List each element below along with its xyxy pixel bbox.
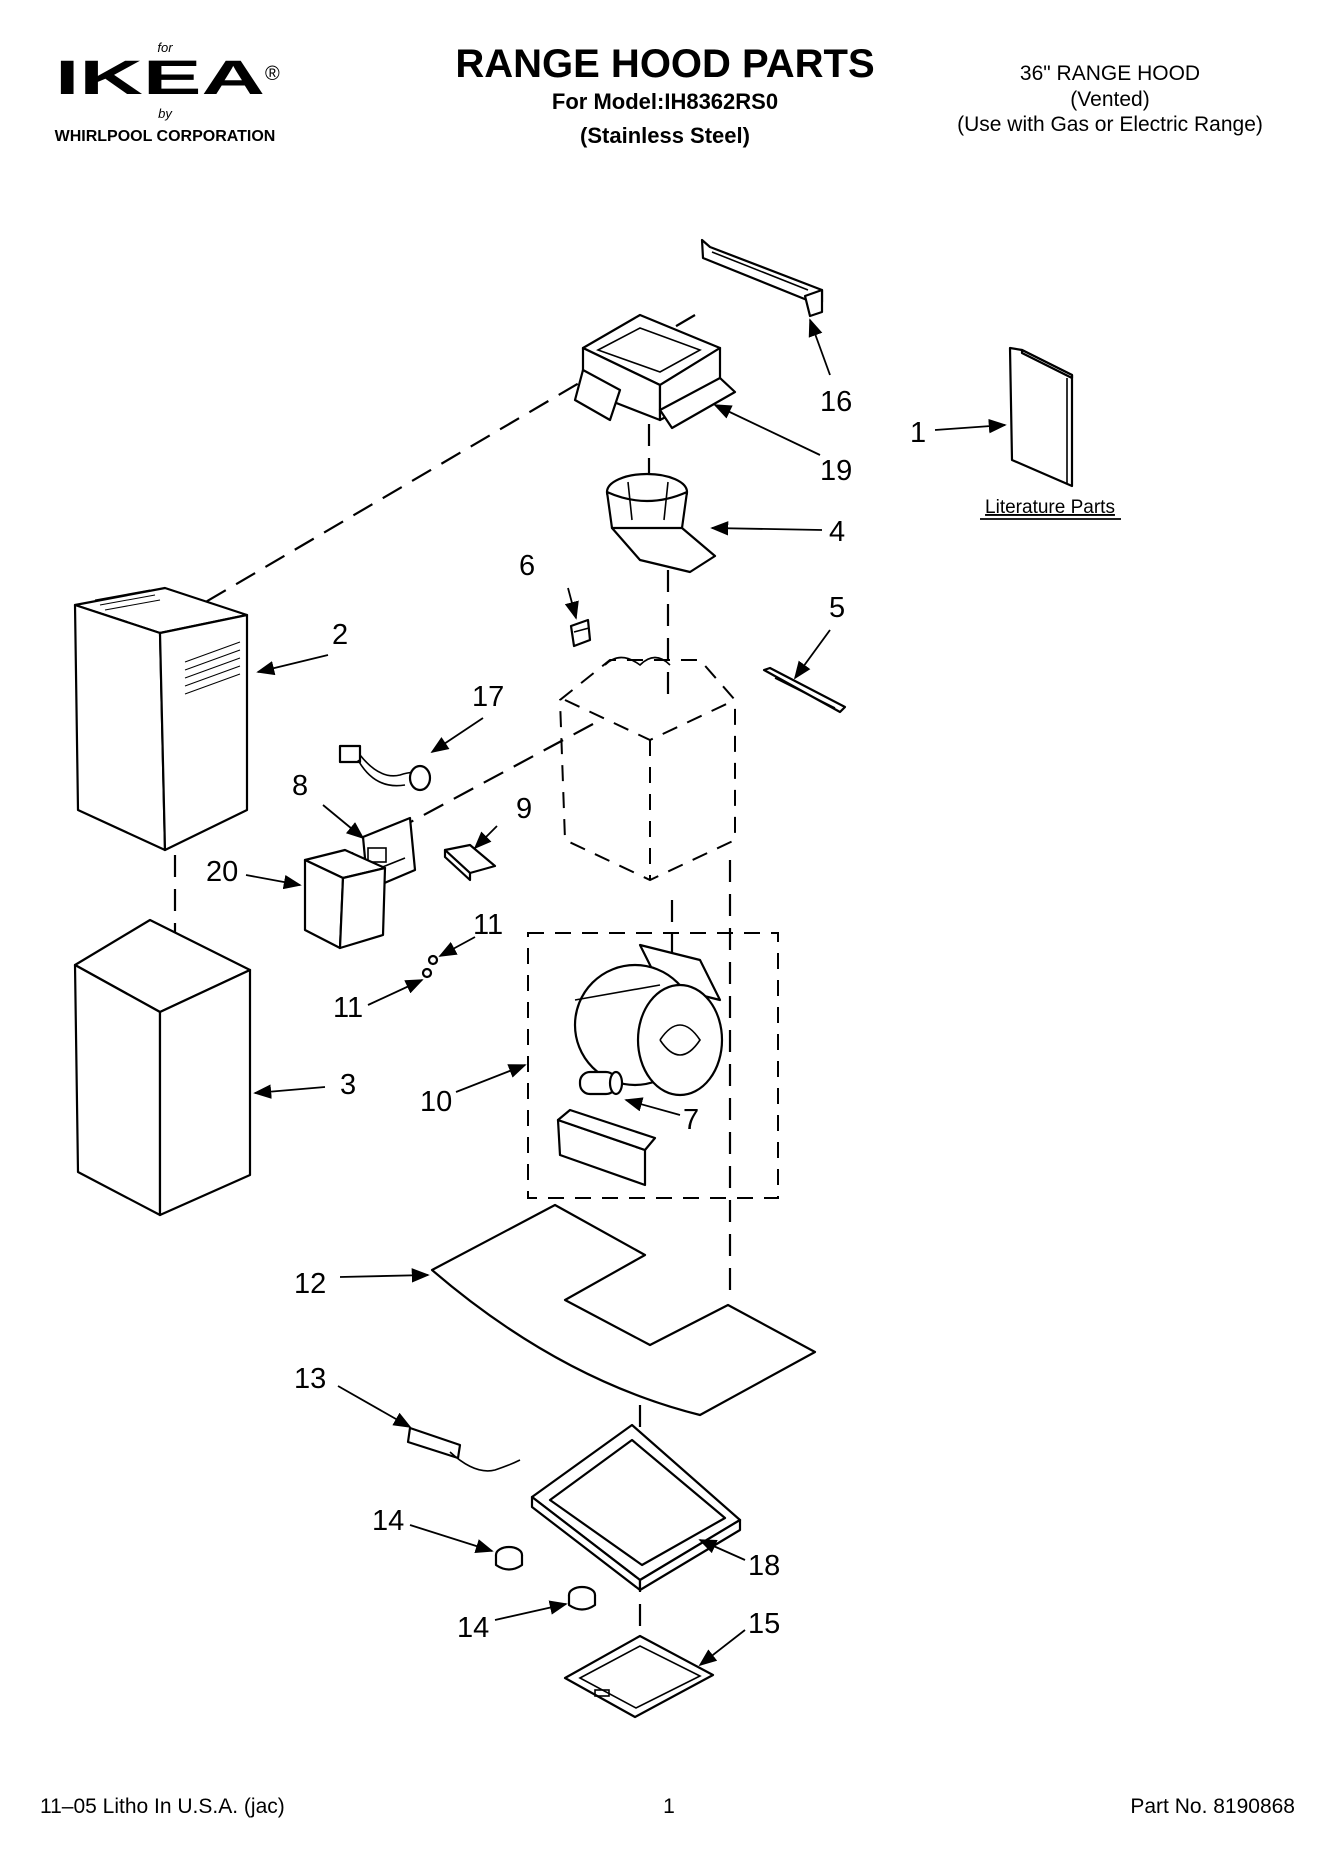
- callout-16: 16: [820, 386, 852, 418]
- part-11-screws: [421, 954, 439, 979]
- literature-parts-label: Literature Parts: [985, 497, 1115, 518]
- part-20-control-bracket: [303, 848, 387, 950]
- finish-line: (Stainless Steel): [580, 123, 750, 148]
- footer-page-number: 1: [663, 1795, 675, 1818]
- callout-3: 3: [340, 1069, 356, 1101]
- part-9-switch: [443, 843, 497, 882]
- callout-14a: 14: [372, 1505, 404, 1537]
- callout-7: 7: [683, 1104, 699, 1136]
- logo-wordmark: IKEA: [55, 52, 265, 105]
- part-15-grease-filter: [563, 1634, 715, 1719]
- callout-8: 8: [292, 770, 308, 802]
- callout-10: 10: [420, 1086, 452, 1118]
- callout-2: 2: [332, 619, 348, 651]
- callout-15: 15: [748, 1608, 780, 1640]
- logo-registered: ®: [265, 63, 280, 85]
- part-14-knob-lower: [567, 1585, 597, 1611]
- callout-1: 1: [910, 417, 926, 449]
- callout-19: 19: [820, 455, 852, 487]
- part-17-wiring-harness: [338, 744, 432, 792]
- part-7-capacitor: [578, 1070, 624, 1096]
- part-4-duct-transition: [605, 472, 717, 574]
- motor-housing-frame: [558, 656, 736, 882]
- callout-11a: 11: [473, 909, 503, 941]
- part-19-vent-box: [573, 313, 737, 430]
- part-5-strip-bar: [762, 666, 847, 714]
- part-2-upper-chimney: [73, 586, 249, 852]
- product-line-2: (Vented): [1070, 88, 1149, 111]
- callout-numbers: 16 19 4 1 6 5 2 17 8 9 20 11 11 3 10 7 1…: [206, 386, 926, 1644]
- part-18-bottom-frame: [530, 1423, 742, 1592]
- leader-lines: [245, 318, 1007, 1667]
- part-13-light-harness: [406, 1426, 521, 1472]
- part-10-blower-assembly: [527, 932, 779, 1199]
- footer-litho: 11–05 Litho In U.S.A. (jac): [40, 1795, 285, 1818]
- blower-mounting-bracket: [556, 1108, 657, 1187]
- part-16-bracket: [700, 238, 824, 318]
- callout-13: 13: [294, 1363, 326, 1395]
- logo-by: by: [158, 106, 173, 121]
- callout-18: 18: [748, 1550, 780, 1582]
- footer-part-number: Part No. 8190868: [1130, 1795, 1295, 1818]
- part-6-clip: [569, 618, 592, 648]
- callout-9: 9: [516, 793, 532, 825]
- part-12-glass-canopy: [430, 1203, 817, 1417]
- callout-17: 17: [472, 681, 504, 713]
- ikea-logo: for IKEA ® by WHIRLPOOL CORPORATION: [55, 40, 280, 145]
- logo-company: WHIRLPOOL CORPORATION: [55, 128, 276, 145]
- callout-5: 5: [829, 592, 845, 624]
- callout-12: 12: [294, 1268, 326, 1300]
- part-3-lower-chimney: [73, 918, 252, 1217]
- callout-11b: 11: [333, 992, 363, 1024]
- callout-4: 4: [829, 516, 845, 548]
- part-14-knob-upper: [494, 1545, 524, 1571]
- part-1-literature-booklet: [1008, 346, 1074, 488]
- product-line-3: (Use with Gas or Electric Range): [957, 113, 1263, 136]
- product-line-1: 36" RANGE HOOD: [1020, 62, 1200, 85]
- logo-for: for: [157, 40, 173, 55]
- callout-14b: 14: [457, 1612, 489, 1644]
- callout-20: 20: [206, 856, 238, 888]
- model-line: For Model:IH8362RS0: [552, 89, 778, 114]
- callout-6: 6: [519, 550, 535, 582]
- page-title: RANGE HOOD PARTS: [455, 42, 874, 86]
